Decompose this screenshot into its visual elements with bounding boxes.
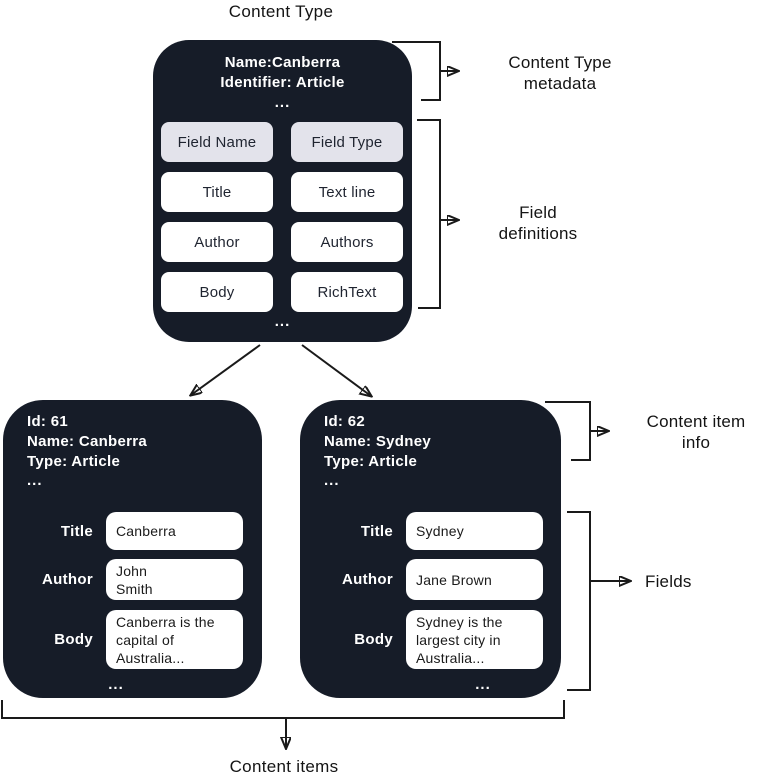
item-info-name: Name: Canberra <box>27 433 148 450</box>
item-fields-ellipsis: ... <box>475 676 491 693</box>
meta-line-identifier: Identifier: Article <box>220 74 345 91</box>
diagram-title: Content Type <box>228 2 334 21</box>
field-table-ellipsis: ... <box>274 313 291 330</box>
field-table-cell-authors: Authors <box>291 222 403 262</box>
field-row-author: Author John Smith <box>3 559 262 600</box>
field-value-author: John Smith <box>106 559 243 600</box>
field-label-body: Body <box>354 631 393 648</box>
content-type-metadata-block: Name:Canberra Identifier: Article ... <box>153 53 412 111</box>
field-table-header-name: Field Name <box>161 122 273 162</box>
bracket-content-items <box>1 700 565 719</box>
field-value-title: Canberra <box>106 512 243 550</box>
item-info-block: Id: 62 Name: Sydney Type: Article ... <box>324 412 431 490</box>
item-info-id: Id: 61 <box>27 413 68 430</box>
field-label-author: Author <box>42 571 93 588</box>
item-fields-ellipsis: ... <box>108 676 124 693</box>
field-label-title: Title <box>360 522 393 540</box>
field-label-body: Body <box>54 631 93 648</box>
annotation-content-type-metadata: Content Type metadata <box>508 53 612 93</box>
bracket-field-definitions <box>417 119 441 309</box>
annotation-content-item-info: Content item info <box>646 412 746 452</box>
arrow-to-item-62 <box>301 344 371 396</box>
field-value-body: Canberra is the capital of Australia... <box>106 610 243 669</box>
content-type-card: Name:Canberra Identifier: Article ... Fi… <box>153 40 412 342</box>
field-table-header-type: Field Type <box>291 122 403 162</box>
content-item-card-62: Id: 62 Name: Sydney Type: Article ... Ti… <box>300 400 561 698</box>
item-info-ellipsis: ... <box>27 472 43 489</box>
annotation-fields: Fields <box>645 572 692 591</box>
meta-line-name: Name:Canberra <box>224 54 341 71</box>
field-value-body: Sydney is the largest city in Australia.… <box>406 610 543 669</box>
annotation-field-definitions: Field definitions <box>498 203 578 243</box>
field-value-author: Jane Brown <box>406 559 543 600</box>
field-table-cell-body: Body <box>161 272 273 312</box>
item-info-name: Name: Sydney <box>324 433 431 450</box>
bracket-fields <box>567 511 591 691</box>
metadata-ellipsis: ... <box>274 94 291 111</box>
field-table-cell-richtext: RichText <box>291 272 403 312</box>
field-value-title: Sydney <box>406 512 543 550</box>
field-label-title: Title <box>60 522 93 540</box>
content-item-card-61: Id: 61 Name: Canberra Type: Article ... … <box>3 400 262 698</box>
field-row-title: Title Canberra <box>3 512 262 550</box>
field-table-cell-title: Title <box>161 172 273 212</box>
item-info-block: Id: 61 Name: Canberra Type: Article ... <box>27 412 147 490</box>
item-info-type: Type: Article <box>27 453 121 470</box>
field-definitions-table: Field Name Field Type Title Text line Au… <box>161 122 403 312</box>
content-items-label: Content items <box>229 757 339 776</box>
field-row-author: Author Jane Brown <box>300 559 561 600</box>
field-row-body: Body Canberra is the capital of Australi… <box>3 610 262 669</box>
item-info-type: Type: Article <box>324 453 418 470</box>
arrow-to-item-61 <box>191 344 261 395</box>
field-row-title: Title Sydney <box>300 512 561 550</box>
field-label-author: Author <box>342 571 393 588</box>
field-table-cell-author: Author <box>161 222 273 262</box>
field-table-cell-textline: Text line <box>291 172 403 212</box>
field-row-body: Body Sydney is the largest city in Austr… <box>300 610 561 669</box>
item-info-ellipsis: ... <box>324 472 340 489</box>
item-info-id: Id: 62 <box>324 413 365 430</box>
